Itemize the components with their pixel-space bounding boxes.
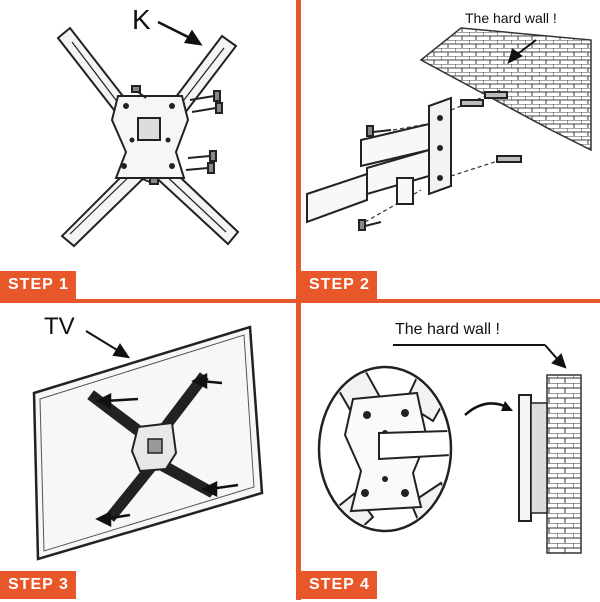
bracket-diagram — [56, 20, 240, 248]
step-2-panel: The hard wall ! STEP 2 — [301, 0, 597, 299]
step-2-label: STEP 2 — [301, 271, 377, 299]
wall-mount-diagram — [306, 27, 592, 231]
step-3-label: STEP 3 — [0, 571, 76, 599]
wall-callout: The hard wall ! — [395, 321, 500, 338]
step-4-panel: The hard wall ! STEP 4 — [301, 303, 597, 602]
horizontal-divider — [0, 299, 600, 303]
step-1-label: STEP 1 — [0, 271, 76, 299]
step-4-label: STEP 4 — [301, 571, 377, 599]
step-3-panel: TV STEP 3 — [0, 303, 296, 602]
step-1-panel: K STEP 1 — [0, 0, 296, 299]
bracket-callout: K — [132, 4, 151, 35]
final-mount-diagram — [317, 344, 582, 554]
tv-callout: TV — [44, 313, 75, 340]
tv-attach-diagram — [32, 325, 264, 561]
wall-callout: The hard wall ! — [465, 10, 557, 26]
